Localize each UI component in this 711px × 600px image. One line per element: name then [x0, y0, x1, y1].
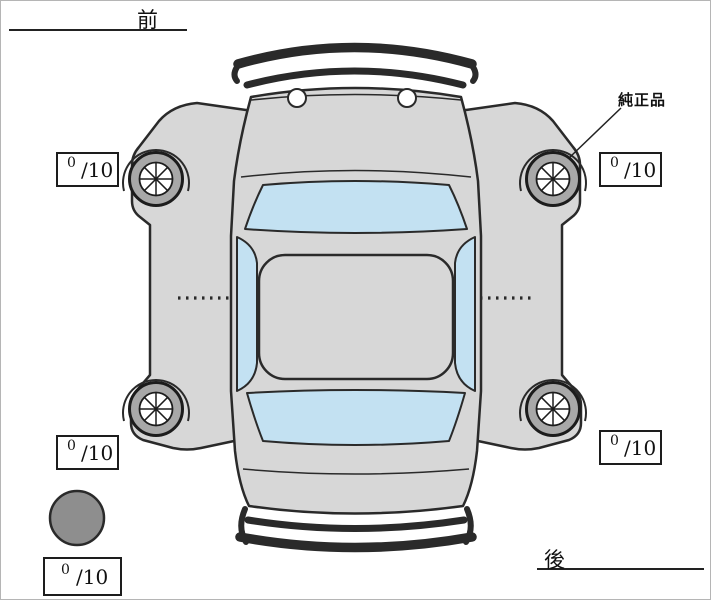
- cowl-line: [240, 169, 472, 178]
- tread-score-value: 0: [67, 155, 76, 171]
- front-left-fender-arch: [122, 148, 190, 192]
- tread-score-scale: /10: [76, 565, 109, 589]
- wheel-spokes: [140, 393, 172, 425]
- hood-circle-left: [287, 88, 307, 108]
- tread-score-value: 0: [610, 155, 619, 171]
- rear-bumper-left-corner: [238, 506, 249, 545]
- rear-window-glass: [246, 389, 466, 446]
- front-label: 前: [137, 8, 160, 32]
- tread-score-rear-right: 0 /10: [599, 430, 662, 465]
- front-bumper: [231, 42, 479, 89]
- front-bumper-outer-strip: [233, 42, 477, 69]
- tread-score-value: 0: [67, 438, 76, 454]
- tread-score-scale: /10: [624, 158, 657, 182]
- tread-score-value: 0: [610, 433, 619, 449]
- rear-left-wheel: [128, 381, 184, 437]
- hood-circle-right: [397, 88, 417, 108]
- front-left-wheel: [128, 151, 184, 207]
- wheel-spokes: [140, 163, 172, 195]
- spare-tire: [48, 489, 106, 547]
- rear-right-wheel: [525, 381, 581, 437]
- rear-left-fender-arch: [122, 378, 190, 422]
- tread-score-scale: /10: [81, 158, 114, 182]
- front-bumper-right-corner: [470, 64, 479, 84]
- tread-score-rear-left: 0 /10: [56, 435, 119, 470]
- tread-score-value: 0: [61, 562, 70, 578]
- tread-score-spare: 0 /10: [43, 557, 122, 596]
- car-roof: [257, 253, 455, 381]
- tread-score-scale: /10: [81, 441, 114, 465]
- tread-score-scale: /10: [624, 436, 657, 460]
- left-side-window-glass: [236, 236, 258, 392]
- hood-seam-line: [250, 93, 462, 101]
- genuine-part-label: 純正品: [618, 91, 667, 109]
- front-bumper-inner-strip: [243, 67, 467, 89]
- rear-right-fender-arch: [519, 378, 587, 422]
- right-side-window-glass: [454, 236, 476, 392]
- tread-score-front-right: 0 /10: [599, 152, 662, 187]
- front-right-wheel: [525, 151, 581, 207]
- front-right-fender-arch: [519, 148, 587, 192]
- rear-bumper: [235, 506, 477, 553]
- rear-bumper-right-corner: [463, 506, 474, 545]
- rear-bumper-inner-strip: [244, 516, 468, 532]
- windshield-glass: [244, 180, 468, 234]
- trunk-seam-line: [242, 468, 470, 475]
- front-bumper-left-corner: [231, 64, 240, 84]
- tread-score-front-left: 0 /10: [56, 152, 119, 187]
- wheel-spokes: [537, 393, 569, 425]
- rear-bumper-outer-strip: [235, 532, 477, 553]
- wheel-spokes: [537, 163, 569, 195]
- rear-label: 後: [544, 548, 567, 572]
- genuine-part-leader-line: [569, 107, 622, 158]
